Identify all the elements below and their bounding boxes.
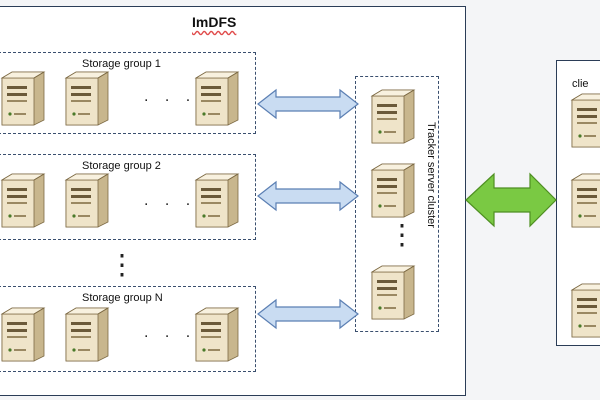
- group-ellipsis-text: ⋮: [108, 249, 136, 280]
- server-icon: [370, 89, 416, 144]
- storage-group-2: [0, 154, 256, 240]
- server-icon: [570, 93, 600, 148]
- server-icon: [64, 71, 110, 126]
- storage-group-1-label: Storage group 1: [82, 58, 161, 70]
- client-label: clie: [572, 78, 589, 90]
- server-icon: [64, 173, 110, 228]
- double-arrow-icon: [257, 180, 359, 212]
- storage-group-n-ellipsis: . . .: [144, 324, 197, 341]
- storage-group-n-link: [257, 298, 359, 330]
- server-icon: [370, 163, 416, 218]
- server-icon: [64, 307, 110, 362]
- storage-group-2-link: [257, 180, 359, 212]
- group-ellipsis: ⋮: [108, 248, 136, 282]
- server-icon: [194, 71, 240, 126]
- storage-group-1-link: [257, 88, 359, 120]
- server-icon: [194, 307, 240, 362]
- server-icon: [0, 307, 46, 362]
- server-icon: [570, 283, 600, 338]
- double-arrow-icon: [465, 172, 557, 228]
- storage-group-n-label: Storage group N: [82, 292, 163, 304]
- double-arrow-icon: [257, 88, 359, 120]
- tracker-ellipsis-text: ⋮: [388, 219, 416, 250]
- server-icon: [370, 265, 416, 320]
- storage-group-1: [0, 52, 256, 134]
- system-title: ImDFS: [192, 14, 237, 30]
- storage-group-2-ellipsis: . . .: [144, 192, 197, 209]
- server-icon: [0, 173, 46, 228]
- server-icon: [570, 173, 600, 228]
- storage-group-n: [0, 286, 256, 372]
- tracker-ellipsis: ⋮: [388, 218, 416, 252]
- storage-group-1-ellipsis: . . .: [144, 88, 197, 105]
- server-icon: [0, 71, 46, 126]
- storage-group-2-label: Storage group 2: [82, 160, 161, 172]
- tracker-cluster: [355, 76, 439, 332]
- server-icon: [194, 173, 240, 228]
- client-link: [465, 172, 557, 228]
- double-arrow-icon: [257, 298, 359, 330]
